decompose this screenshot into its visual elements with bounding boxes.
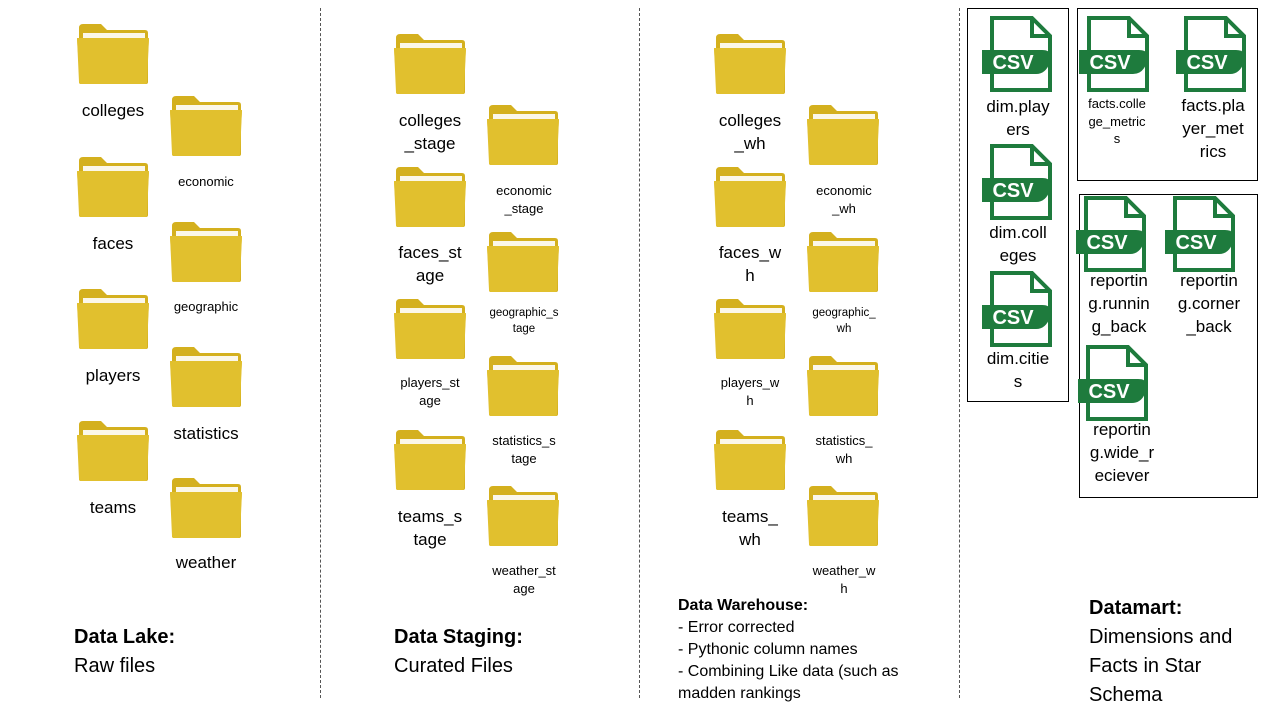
folder-label-colleges: colleges [81,101,145,120]
svg-text:CSV: CSV [1086,232,1128,254]
svg-text:CSV: CSV [992,307,1034,329]
folder-label-3: faces_st age [398,243,462,285]
dw-bullet-2: - Pythonic column names [678,641,858,658]
folder-icon [712,32,788,96]
folder-label-players: players [85,366,141,385]
dim-label-1: dim.play ers [986,97,1050,139]
folder-label-7: teams_s tage [397,507,463,549]
folder-label-8: weather_w h [812,563,876,596]
divider-2 [639,8,640,698]
folder-icon [75,419,151,483]
csv-file-icon: CSV [1074,196,1150,272]
divider-3 [959,8,960,698]
datamart-title: Datamart: [1089,597,1183,619]
folder-icon [392,297,468,361]
divider-1 [320,8,321,698]
folder-label-5: players_w h [720,375,780,408]
facts-box [1077,8,1258,181]
folder-label-1: colleges _stage [398,111,462,153]
folder-icon [485,103,561,167]
svg-text:CSV: CSV [1175,232,1217,254]
svg-text:CSV: CSV [992,52,1034,74]
folder-icon [805,354,881,418]
folder-icon [75,287,151,351]
csv-file-icon: CSV [1077,16,1153,92]
folder-label-8: weather_st age [492,563,556,596]
folder-icon [805,484,881,548]
folder-icon [805,230,881,294]
folder-icon [75,22,151,86]
reporting-label-2: reportin g.corner _back [1177,271,1241,336]
folder-icon [712,428,788,492]
folder-icon [75,155,151,219]
data-lake-subtitle: Raw files [74,655,156,677]
dim-label-2: dim.coll eges [989,223,1047,265]
folder-label-statistics: statistics [173,424,239,443]
reporting-box [1079,194,1258,498]
data-warehouse-caption: Data Warehouse: - Error corrected - Pyth… [678,595,948,705]
folder-icon [485,230,561,294]
folder-label-6: statistics_ wh [815,433,873,466]
dim-label-3: dim.citie s [986,349,1050,391]
facts-label-1: facts.colle ge_metric s [1088,96,1146,147]
folder-label-2: economic _wh [816,183,872,216]
folder-label-3: faces_w h [718,243,782,285]
data-staging-subtitle: Curated Files [394,655,513,677]
svg-text:CSV: CSV [992,180,1034,202]
folder-label-1: colleges _wh [718,111,782,153]
csv-file-icon: CSV [1163,196,1239,272]
folder-icon [168,94,244,158]
folder-icon [168,476,244,540]
datamart-subtitle: Dimensions and Facts in Star Schema [1089,626,1233,706]
folder-label-5: players_st age [400,375,460,408]
folder-label-4: geographic_s tage [489,307,559,335]
facts-label-2: facts.pla yer_met rics [1181,96,1245,161]
folder-label-faces: faces [92,234,134,253]
folder-icon [712,165,788,229]
svg-text:CSV: CSV [1089,52,1131,74]
csv-file-icon: CSV [980,144,1056,220]
data-warehouse-title: Data Warehouse: [678,597,809,614]
svg-text:CSV: CSV [1186,52,1228,74]
folder-icon [485,354,561,418]
dims-box [967,8,1069,402]
folder-icon [392,428,468,492]
folder-label-7: teams_ wh [722,507,778,549]
csv-file-icon: CSV [980,271,1056,347]
folder-label-2: economic _stage [496,183,552,216]
folder-icon [485,484,561,548]
folder-icon [168,220,244,284]
data-staging-caption: Data Staging: Curated Files [394,623,523,681]
folder-icon [168,345,244,409]
folder-icon [392,165,468,229]
dw-bullet-3: - Combining Like data (such as madden ra… [678,663,899,702]
csv-file-icon: CSV [1076,345,1152,421]
svg-text:CSV: CSV [1088,381,1130,403]
folder-label-6: statistics_s tage [492,433,556,466]
folder-label-economic: economic [178,174,234,189]
folder-label-teams: teams [89,498,137,517]
datamart-caption: Datamart: Dimensions and Facts in Star S… [1089,594,1264,710]
reporting-label-3: reportin g.wide_r eciever [1089,420,1155,485]
folder-icon [805,103,881,167]
folder-label-weather: weather [175,553,237,572]
csv-file-icon: CSV [1174,16,1250,92]
data-lake-title: Data Lake: [74,626,176,648]
csv-file-icon: CSV [980,16,1056,92]
folder-label-geographic: geographic [173,299,239,314]
folder-icon [712,297,788,361]
dw-bullet-1: - Error corrected [678,619,795,636]
data-staging-title: Data Staging: [394,626,523,648]
folder-icon [392,32,468,96]
data-lake-caption: Data Lake: Raw files [74,623,175,681]
folder-label-4: geographic_ wh [812,307,876,335]
reporting-label-1: reportin g.runnin g_back [1088,271,1150,336]
